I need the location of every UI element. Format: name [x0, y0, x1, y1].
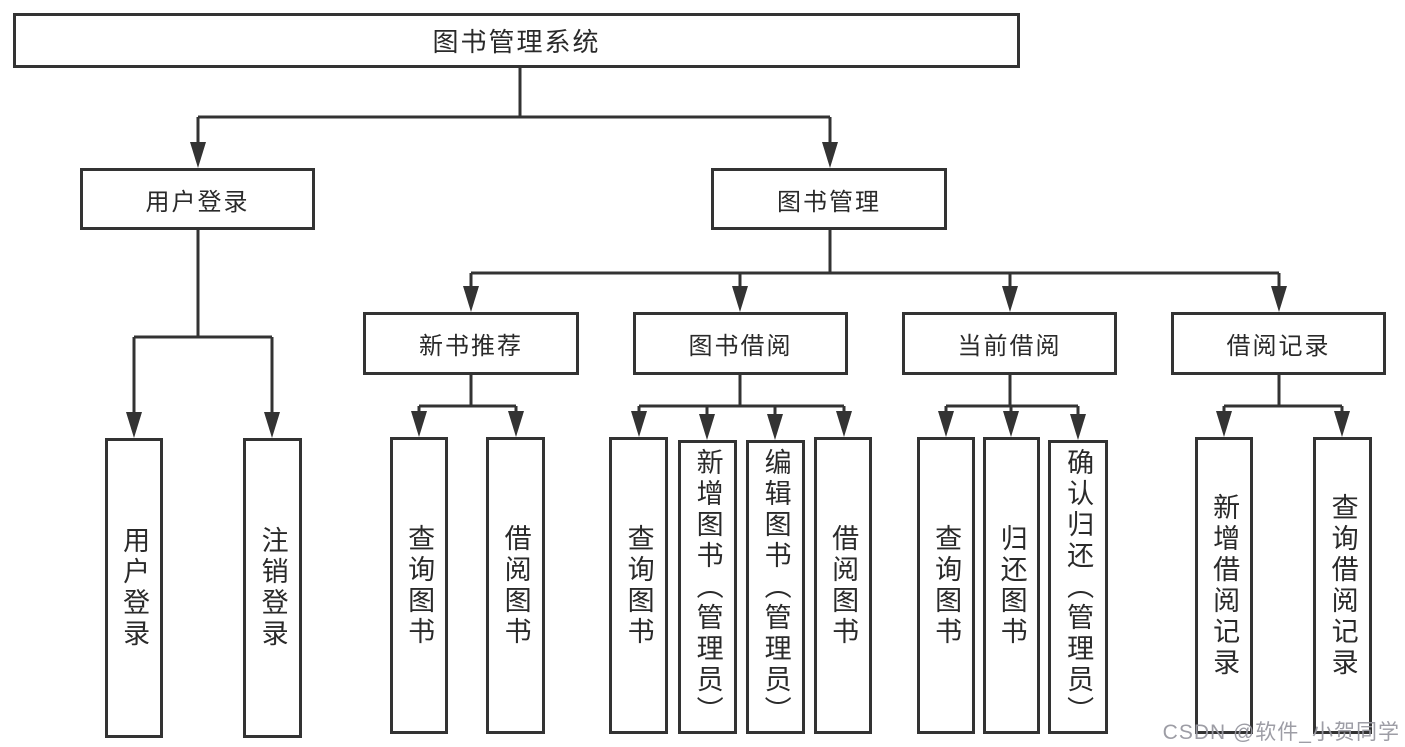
arrowhead-icon [767, 414, 783, 440]
leaf-add-book-admin: 新增图书（管理员） [678, 440, 737, 734]
leaf-edit-book-admin: 编辑图书（管理员） [746, 440, 805, 734]
node-new-book-recommend: 新书推荐 [363, 312, 579, 375]
arrowhead-icon [1003, 411, 1019, 437]
leaf-user-login: 用户登录 [105, 438, 163, 738]
arrowhead-icon [732, 286, 748, 312]
leaf-logout: 注销登录 [243, 438, 302, 738]
leaf-query-book-recommend: 查询图书 [390, 437, 448, 734]
leaf-borrow-book-recommend: 借阅图书 [486, 437, 545, 734]
arrowhead-icon [699, 414, 715, 440]
node-book-management-branch: 图书管理 [711, 168, 947, 230]
record-to-leaves-lines [1222, 375, 1344, 429]
arrowhead-icon [1002, 286, 1018, 312]
node-library-management-system: 图书管理系统 [13, 13, 1020, 68]
arrowhead-icon [631, 411, 647, 437]
arrowhead-icon [1334, 411, 1350, 437]
arrowhead-icon [836, 411, 852, 437]
arrowhead-icon [1070, 414, 1086, 440]
borrow-to-leaves-lines [637, 375, 846, 432]
leaf-return-book: 归还图书 [983, 437, 1040, 734]
leaf-query-book-borrow: 查询图书 [609, 437, 668, 734]
leaf-add-borrow-record: 新增借阅记录 [1195, 437, 1253, 734]
arrowhead-icon [1216, 411, 1232, 437]
arrowhead-icon [822, 142, 838, 168]
arrowhead-icon [411, 411, 427, 437]
arrowhead-icon [463, 286, 479, 312]
arrowhead-icon [126, 412, 142, 438]
newbook-to-leaves-lines [417, 375, 518, 429]
bookmgmt-to-level3-lines [469, 230, 1281, 304]
arrowheads [126, 142, 1350, 440]
root-to-level2-lines [196, 68, 832, 160]
node-user-login-branch: 用户登录 [80, 168, 315, 230]
arrowhead-icon [938, 411, 954, 437]
leaf-confirm-return-admin: 确认归还（管理员） [1048, 440, 1108, 734]
node-current-borrow: 当前借阅 [902, 312, 1117, 375]
arrowhead-icon [508, 411, 524, 437]
arrowhead-icon [1271, 286, 1287, 312]
connector-paths [132, 68, 1344, 432]
arrowhead-icon [264, 412, 280, 438]
leaf-borrow-book: 借阅图书 [814, 437, 872, 734]
userlogin-to-leaves-lines [132, 230, 274, 430]
leaf-query-borrow-record: 查询借阅记录 [1313, 437, 1372, 734]
node-book-borrow: 图书借阅 [633, 312, 848, 375]
csdn-watermark: CSDN @软件_小贺同学 [1162, 721, 1400, 744]
arrowhead-icon [190, 142, 206, 168]
node-borrow-record: 借阅记录 [1171, 312, 1386, 375]
leaf-query-book-current: 查询图书 [917, 437, 975, 734]
